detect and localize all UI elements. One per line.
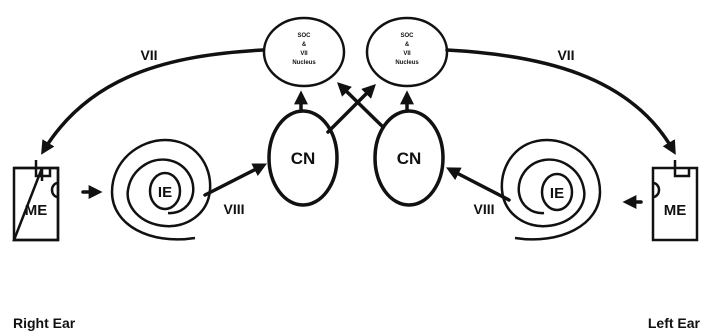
left-middle-ear: ME	[651, 160, 699, 242]
left-facial-nerve-label: VII	[557, 47, 574, 63]
right-soc-nucleus-outline	[365, 16, 449, 88]
left-soc-nucleus: SOC & VII Nucleus	[262, 16, 346, 88]
left-ie-core	[540, 172, 574, 212]
right-cochlea-spiral	[110, 138, 212, 241]
right-ear-label: Right Ear	[13, 315, 76, 331]
left-inner-ear: IE	[500, 138, 602, 241]
right-me-ossicle	[34, 160, 52, 178]
left-facial-nerve-arrow	[445, 48, 676, 155]
left-soc-line2: &	[302, 42, 307, 48]
right-cn-label: CN	[397, 149, 422, 168]
right-soc-line3: VII	[403, 51, 411, 57]
right-auditory-nerve-label: VIII	[223, 201, 244, 217]
left-cochlea-spiral	[500, 138, 602, 241]
left-me-label: ME	[664, 202, 687, 219]
left-auditory-nerve-label: VIII	[473, 201, 494, 217]
right-facial-nerve-label: VII	[140, 47, 157, 63]
right-soc-line4: Nucleus	[395, 60, 419, 66]
right-soc-line1: SOC	[400, 33, 414, 39]
right-middle-ear: ME	[12, 160, 60, 242]
left-ear-label: Left Ear	[648, 315, 701, 331]
right-me-label: ME	[25, 202, 48, 219]
left-soc-line4: Nucleus	[292, 60, 316, 66]
left-ie-label: IE	[550, 185, 564, 202]
left-me-window	[652, 181, 661, 199]
right-me-window	[50, 181, 59, 199]
left-soc-line1: SOC	[297, 33, 311, 39]
right-inner-ear: IE	[110, 138, 212, 241]
right-cochlear-nucleus: CN	[373, 109, 445, 207]
right-cn-outline	[373, 109, 445, 207]
left-cn-label: CN	[291, 149, 316, 168]
cross-arrow-to-right-soc	[326, 84, 376, 134]
right-auditory-nerve-arrow	[203, 163, 267, 197]
right-ie-label: IE	[158, 184, 172, 201]
right-ie-core	[148, 171, 182, 211]
left-cn-outline	[267, 109, 339, 207]
left-me-ossicle	[673, 160, 691, 178]
left-soc-line3: VII	[300, 51, 308, 57]
left-soc-nucleus-outline	[262, 16, 346, 88]
right-facial-nerve-arrow	[41, 48, 265, 155]
right-soc-line2: &	[405, 42, 410, 48]
left-cochlear-nucleus: CN	[267, 109, 339, 207]
left-auditory-nerve-arrow	[446, 167, 511, 202]
right-soc-nucleus: SOC & VII Nucleus	[365, 16, 449, 88]
cross-arrow-to-left-soc	[336, 82, 385, 129]
